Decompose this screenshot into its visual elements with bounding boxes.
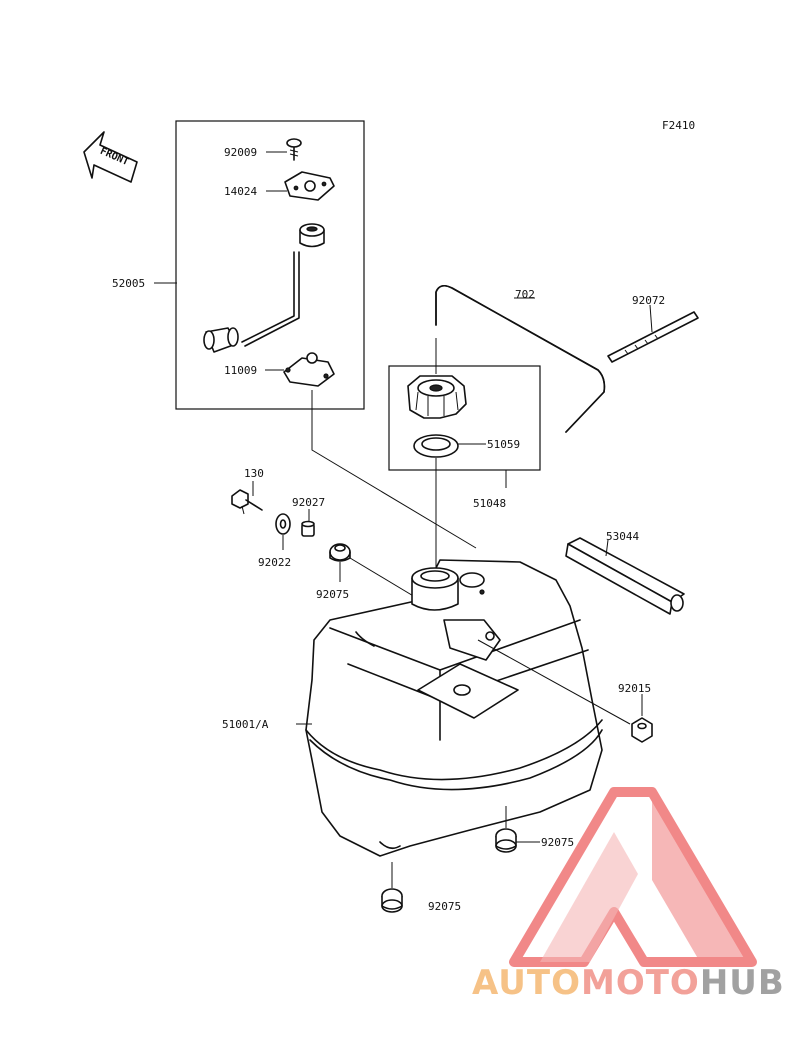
watermark-text-moto: MOTO [581, 963, 700, 1003]
watermark-text-auto: AUTO [472, 963, 581, 1003]
label-51001-a: 51001/A [222, 718, 269, 731]
label-92009: 92009 [224, 146, 257, 159]
fuel-cap-group-box [388, 365, 541, 471]
automotohub-watermark: AUTOMOTOHUB [472, 787, 785, 1003]
cap-gasket-icon [413, 434, 459, 458]
tie-strap-icon [607, 311, 699, 363]
label-14024: 14024 [224, 185, 257, 198]
breather-hose-icon [435, 284, 606, 433]
fuel-sender-icon [203, 223, 325, 353]
label-52005: 52005 [112, 277, 145, 290]
watermark-triangle-logo [509, 787, 757, 967]
label-51059: 51059 [487, 438, 520, 451]
gasket-icon [283, 352, 335, 387]
damper-bottom-icon [381, 888, 403, 913]
label-92015: 92015 [618, 682, 651, 695]
label-130: 130 [244, 467, 264, 480]
label-92022: 92022 [258, 556, 291, 569]
watermark-text: AUTOMOTOHUB [472, 963, 785, 1003]
pad-icon [565, 537, 685, 615]
bolt-icon [231, 489, 263, 515]
label-702: 702 [515, 288, 535, 301]
washer-icon [275, 513, 291, 535]
damper-right-icon [495, 828, 517, 853]
sender-unit-group-box [175, 120, 365, 410]
label-11009: 11009 [224, 364, 257, 377]
fuel-tank-icon [305, 559, 603, 857]
front-arrow-icon: FRONT [83, 131, 138, 183]
nut-icon [631, 717, 653, 743]
damper-upper-icon [329, 543, 351, 562]
plate-icon [284, 171, 335, 201]
diagram-code: F2410 [662, 119, 695, 132]
watermark-text-hub: HUB [700, 963, 785, 1003]
label-92075-upper: 92075 [316, 588, 349, 601]
label-51048: 51048 [473, 497, 506, 510]
label-92072: 92072 [632, 294, 665, 307]
label-92075-bottom: 92075 [428, 900, 461, 913]
label-53044: 53044 [606, 530, 639, 543]
collar-icon [301, 520, 315, 537]
label-92075-right: 92075 [541, 836, 574, 849]
label-92027: 92027 [292, 496, 325, 509]
screw-icon [286, 138, 302, 161]
fuel-cap-icon [407, 375, 467, 419]
